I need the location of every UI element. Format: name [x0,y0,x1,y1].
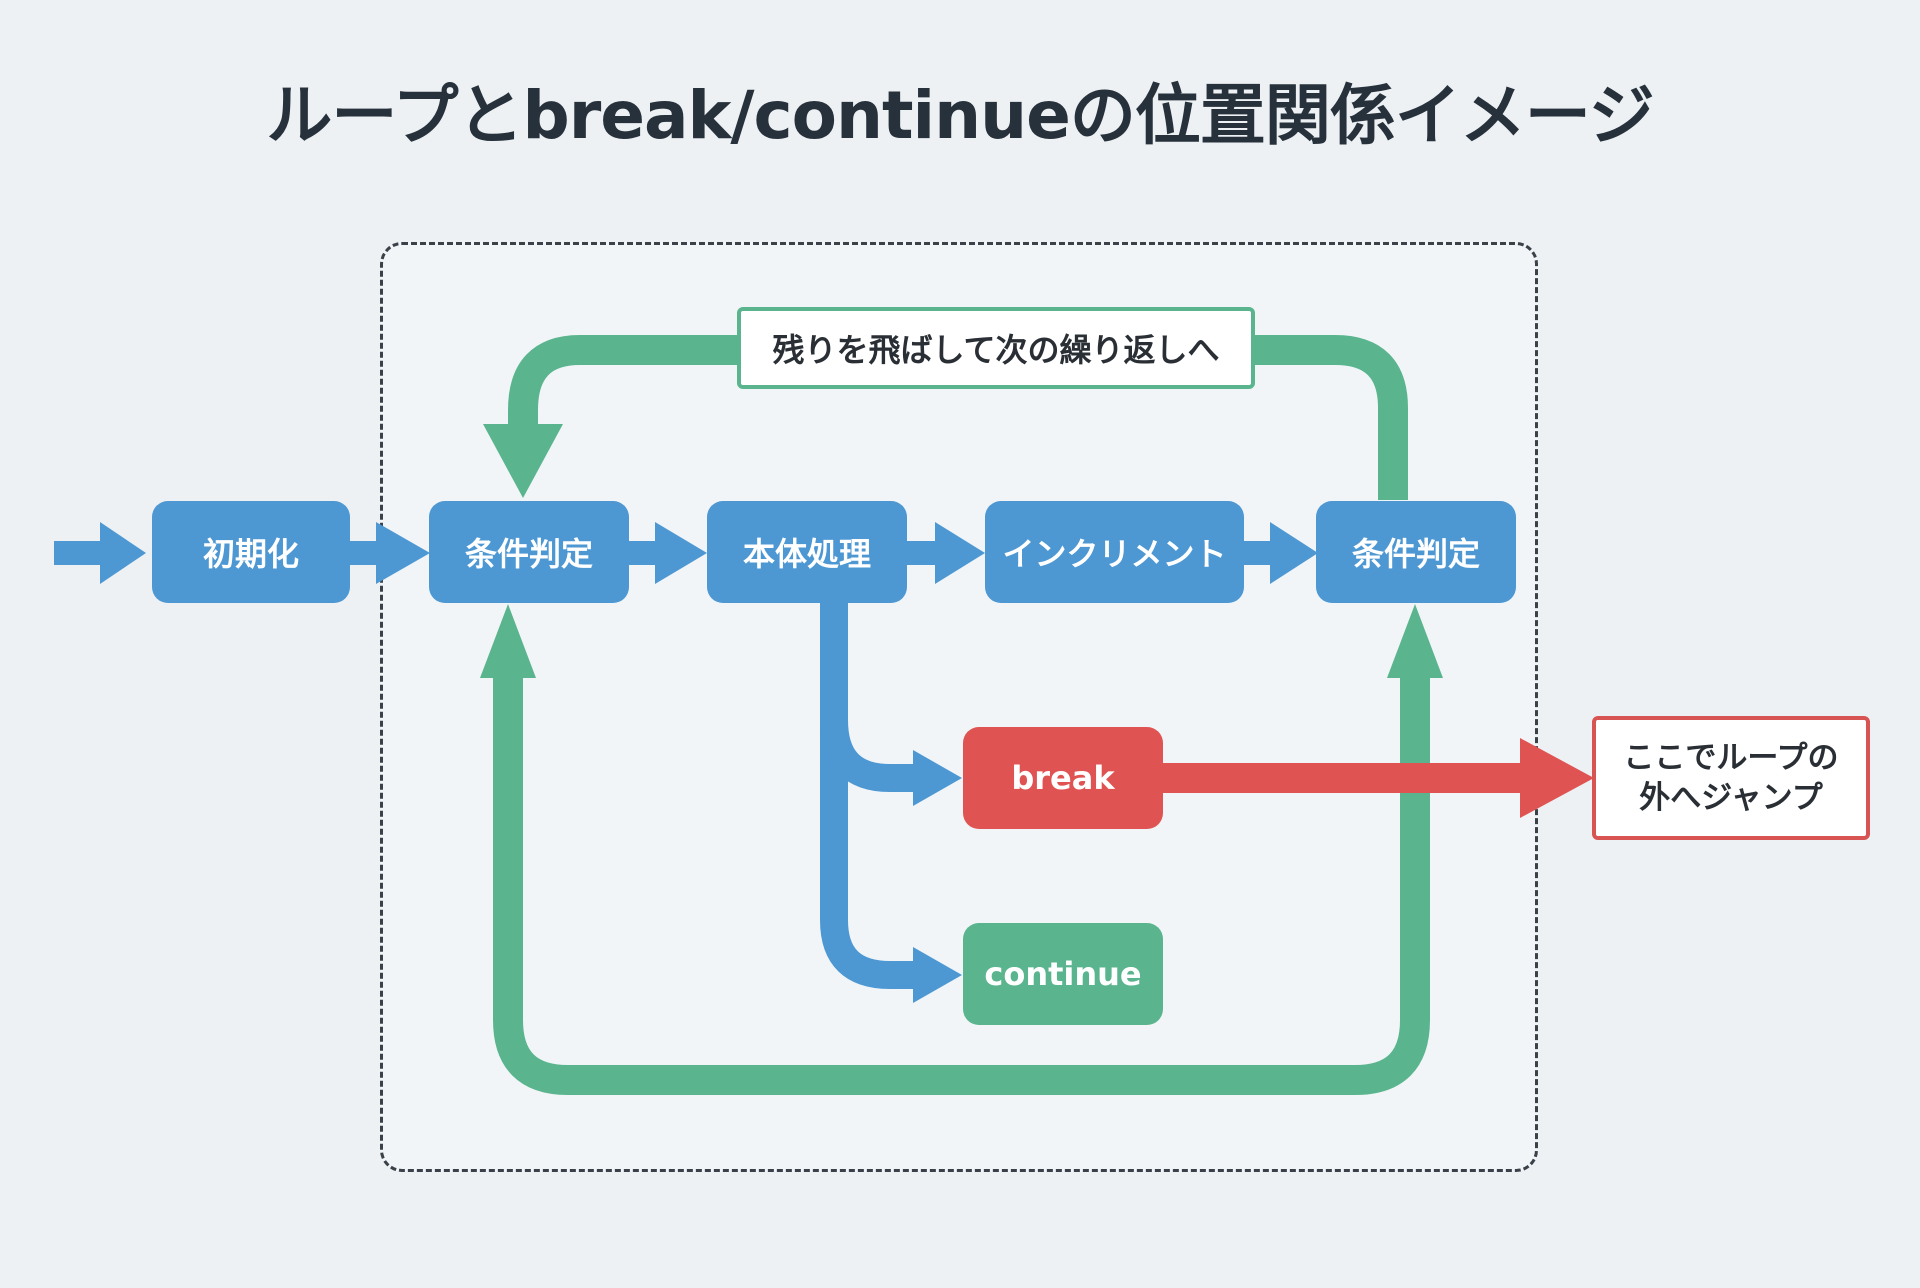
node-condition-2: 条件判定 [1316,501,1516,603]
increment-to-cond2-arrow [1240,522,1318,584]
break-arrowhead [913,750,962,806]
body-branch-path [820,600,920,989]
break-exit-arrowhead [1520,738,1594,818]
diagram-title: ループとbreak/continueの位置関係イメージ [266,77,1654,154]
break-exit-shaft [1160,763,1530,793]
node-condition-1: 条件判定 [429,501,629,603]
break-note-line-1: ここでループの [1623,739,1839,776]
init-to-cond1-arrow [345,522,430,584]
cond2-up-arrowhead [1387,604,1443,678]
node-init: 初期化 [152,501,350,603]
node-increment: インクリメント [985,501,1244,603]
body-to-increment-arrow [903,522,985,584]
loop-back-path-bottom [493,660,1430,1095]
body-to-break-path [820,719,920,792]
break-note-line-2: 外へジャンプ [1639,780,1823,816]
break-note-label: ここでループの 外へジャンプ [1592,716,1870,840]
loop-scope-frame [380,242,1538,1172]
continue-arrowhead-top [483,424,563,498]
cond1-to-body-arrow [625,522,707,584]
continue-note-label: 残りを飛ばして次の繰り返しへ [737,307,1255,389]
node-continue: continue [963,923,1163,1025]
continue-arrowhead [913,947,962,1003]
entry-arrow [54,522,146,584]
node-break: break [963,727,1163,829]
loop-back-arrowhead-bottom [480,604,536,678]
node-body: 本体処理 [707,501,907,603]
